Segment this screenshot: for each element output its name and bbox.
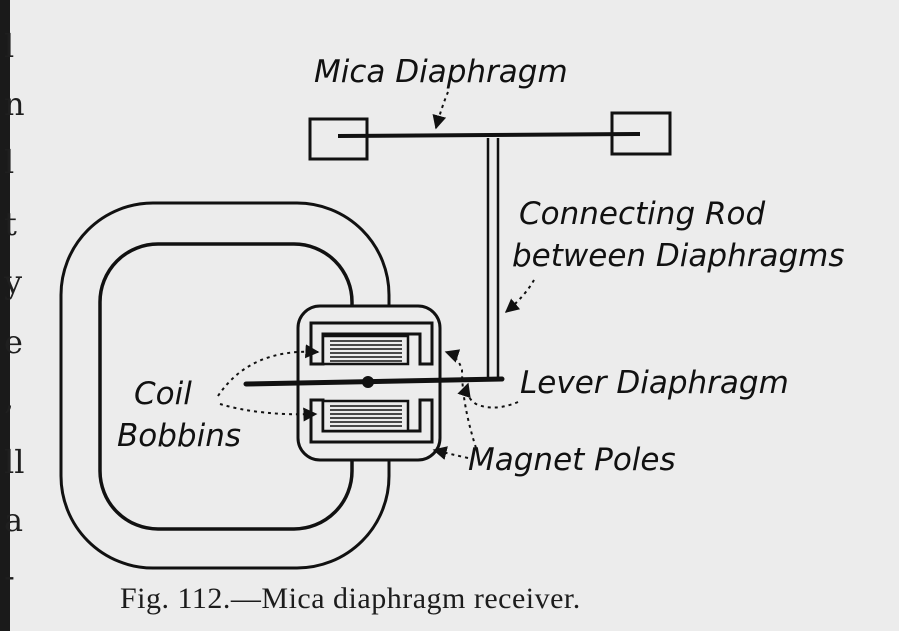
- margin-char: ll: [4, 443, 25, 481]
- margin-char: -: [4, 557, 15, 595]
- coil-bobbin-leader-upper: [217, 344, 320, 397]
- magnet-poles-leader-upper: [444, 349, 477, 449]
- label-lever-diaphragm: Lever Diaphragm: [520, 365, 789, 401]
- margin-char: t: [4, 205, 17, 243]
- margin-char: l: [4, 27, 15, 65]
- margin-char: a: [4, 501, 24, 539]
- figure-caption: Fig. 112.—Mica diaphragm receiver.: [120, 582, 581, 615]
- lower-coil-bobbin: [321, 399, 410, 433]
- margin-char: y: [4, 263, 23, 301]
- upper-coil-bobbin: [321, 334, 410, 366]
- lever-pivot: [362, 376, 374, 388]
- label-between-diaphragms: between Diaphragms: [512, 238, 844, 274]
- margin-char: ,: [4, 379, 15, 417]
- label-connecting-rod: Connecting Rod: [519, 196, 765, 232]
- margin-char: n: [4, 85, 25, 123]
- paper-background: [10, 0, 899, 631]
- mica-diaphragm: [337, 132, 641, 138]
- left-diaphragm-clamp: [308, 117, 369, 161]
- lever-diaphragm: [243, 376, 505, 387]
- right-diaphragm-clamp: [610, 111, 672, 156]
- scan-edge: [0, 0, 10, 631]
- magnet-poles-leader-lower: [432, 446, 469, 460]
- label-bobbins: Bobbins: [117, 418, 241, 454]
- label-magnet-poles: Magnet Poles: [468, 442, 676, 478]
- mica-diaphragm-leader: [432, 91, 449, 130]
- margin-char: l: [4, 143, 15, 181]
- connecting-rod: [486, 138, 500, 379]
- margin-char: e: [4, 323, 23, 361]
- label-coil: Coil: [134, 376, 192, 412]
- connecting-rod-leader: [504, 279, 535, 313]
- coil-bobbin-leader-lower: [219, 403, 318, 422]
- lever-diaphragm-leader: [457, 382, 519, 409]
- label-mica-diaphragm: Mica Diaphragm: [314, 54, 568, 90]
